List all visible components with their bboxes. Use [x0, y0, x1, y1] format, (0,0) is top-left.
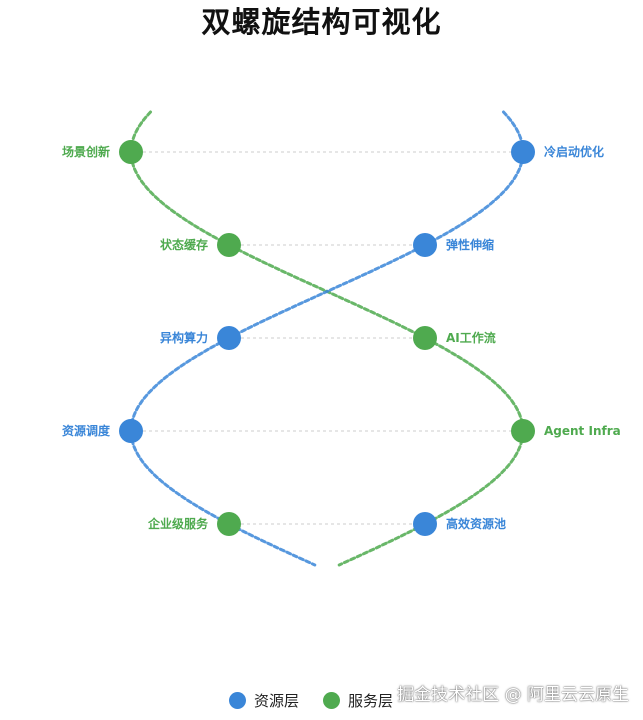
service-node	[413, 326, 437, 350]
node-group	[119, 140, 535, 536]
node-label: 弹性伸缩	[446, 237, 494, 252]
node-label: 高效资源池	[446, 516, 506, 531]
service-node	[119, 140, 143, 164]
service-node	[217, 233, 241, 257]
resource-dot-icon	[229, 691, 246, 709]
node-label: 企业级服务	[147, 516, 209, 531]
node-label: 冷启动优化	[544, 144, 604, 159]
resource-node	[217, 326, 241, 350]
legend-item-service: 服务层	[323, 690, 393, 711]
legend-item-resource: 资源层	[229, 690, 299, 711]
legend-label-resource: 资源层	[254, 691, 300, 710]
node-label: 状态缓存	[160, 237, 208, 252]
resource-node	[413, 233, 437, 257]
service-dot-icon	[323, 691, 341, 709]
node-label: 场景创新	[62, 144, 110, 159]
node-label: 异构算力	[160, 330, 208, 345]
service-node	[217, 512, 241, 536]
resource-node	[413, 512, 437, 536]
legend-label-service: 服务层	[348, 691, 394, 710]
watermark: 掘金技术社区 @ 阿里云云原生	[397, 685, 629, 705]
service-node	[511, 419, 535, 443]
rung-group	[131, 151, 523, 525]
node-label: Agent Infra	[544, 424, 621, 438]
page-title: 双螺旋结构可视化	[201, 5, 442, 39]
node-label: AI工作流	[446, 330, 496, 345]
resource-node	[119, 419, 143, 443]
resource-node	[511, 140, 535, 164]
node-label: 资源调度	[62, 423, 111, 438]
legend: 资源层 服务层	[229, 688, 417, 712]
